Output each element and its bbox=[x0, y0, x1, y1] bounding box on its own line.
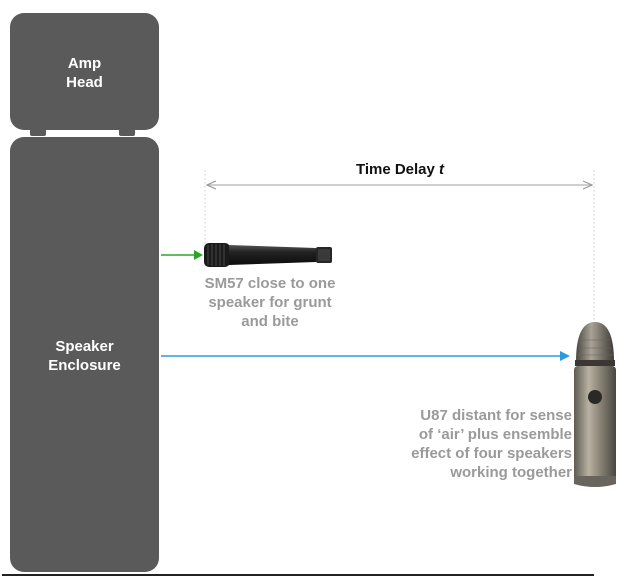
amp-head-label: Amp Head bbox=[10, 54, 159, 92]
amp-head: Amp Head bbox=[10, 13, 159, 130]
speaker-enclosure-label-line2: Enclosure bbox=[48, 357, 121, 374]
amp-head-foot-left bbox=[30, 127, 46, 136]
sm57-arrow bbox=[161, 250, 203, 260]
time-delay-text: Time Delay bbox=[355, 161, 435, 178]
u87-arrow bbox=[161, 351, 570, 361]
u87-caption-line1: U87 distant for sense bbox=[420, 407, 572, 424]
amp-head-label-line2: Head bbox=[66, 74, 103, 91]
u87-caption-line4: working together bbox=[450, 464, 572, 481]
speaker-enclosure-label-line1: Speaker bbox=[55, 338, 114, 355]
sm57-caption: SM57 close to one speaker for grunt and … bbox=[190, 274, 350, 331]
amp-head-foot-right bbox=[119, 127, 135, 136]
sm57-caption-line3: and bite bbox=[241, 313, 299, 330]
u87-microphone bbox=[574, 322, 616, 487]
sm57-caption-line2: speaker for grunt bbox=[208, 294, 332, 311]
time-delay-label: Time Delay t bbox=[330, 161, 470, 178]
speaker-enclosure-label: Speaker Enclosure bbox=[10, 337, 159, 375]
sm57-caption-line1: SM57 close to one bbox=[204, 275, 336, 292]
u87-caption-line3: effect of four speakers bbox=[411, 445, 572, 462]
u87-caption: U87 distant for sense of ‘air’ plus ense… bbox=[392, 406, 572, 482]
amp-head-label-line1: Amp bbox=[67, 55, 102, 72]
sm57-microphone bbox=[204, 243, 332, 267]
u87-caption-line2: of ‘air’ plus ensemble bbox=[418, 426, 572, 443]
time-delay-symbol: t bbox=[439, 161, 445, 178]
speaker-enclosure: Speaker Enclosure bbox=[10, 137, 159, 572]
